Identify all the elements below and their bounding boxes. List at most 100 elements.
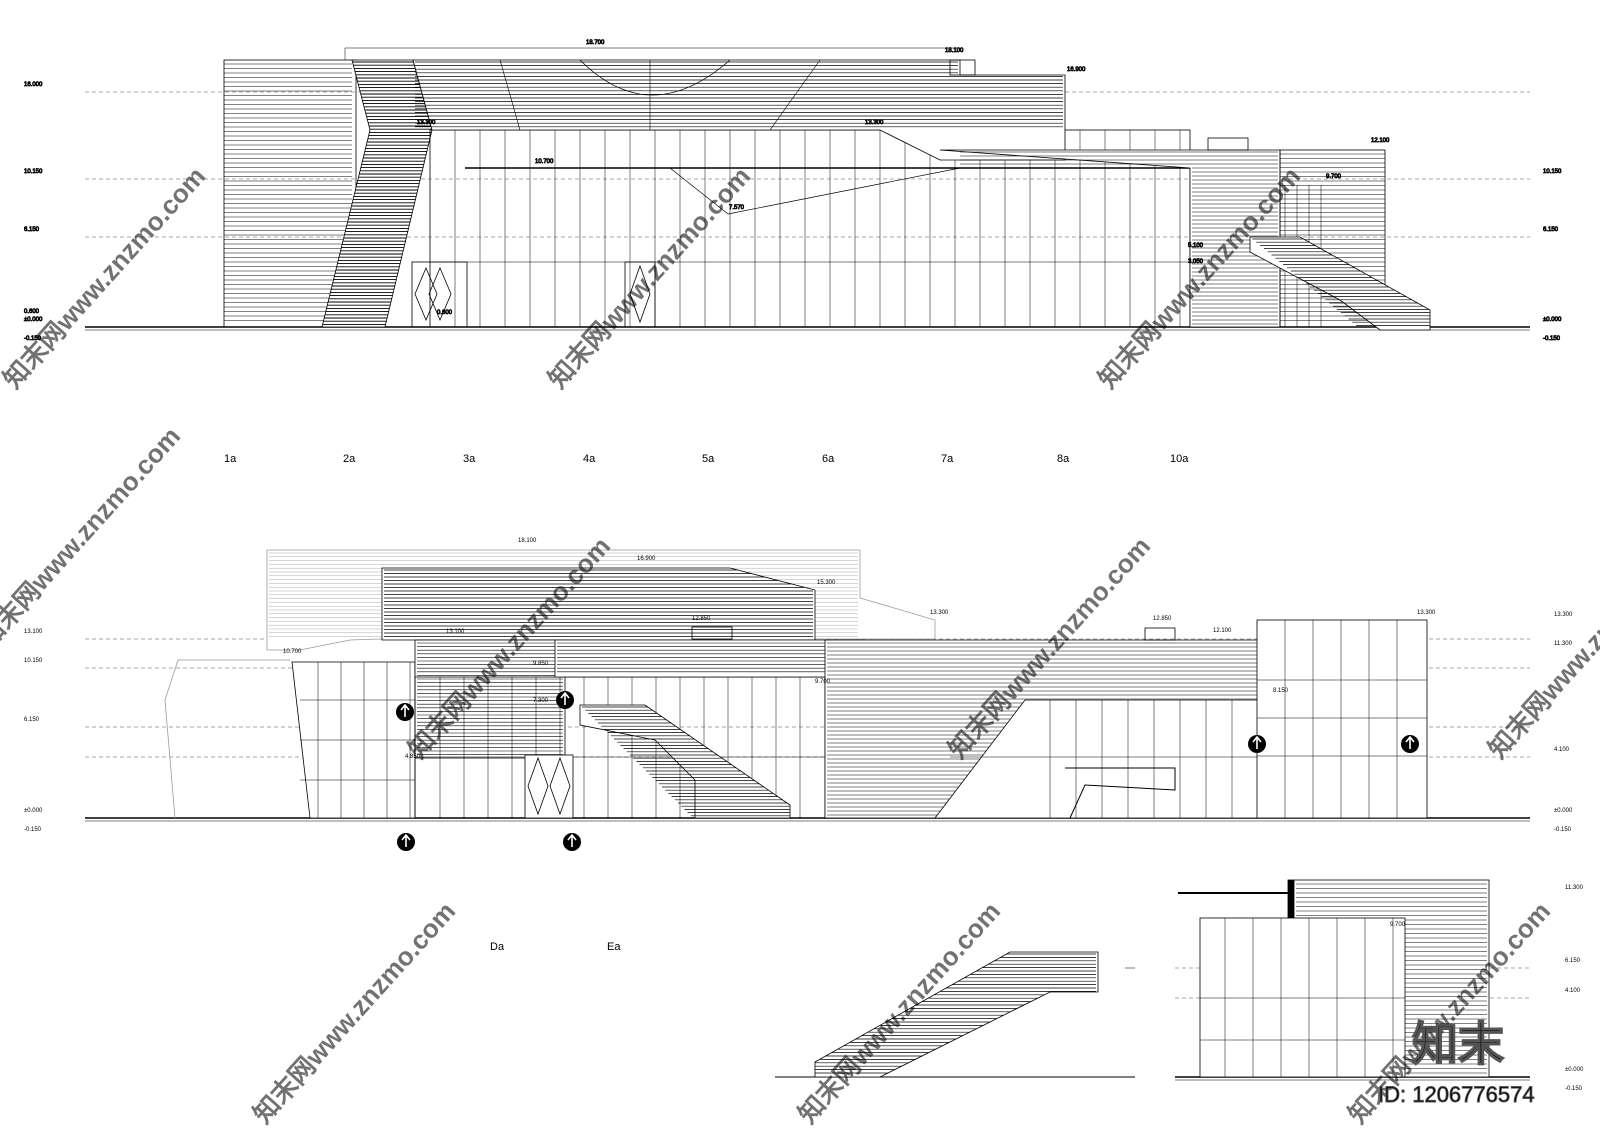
level-label: ±0.000 — [1543, 317, 1562, 323]
level-label: 6.150 — [1565, 958, 1581, 964]
level-label: -0.150 — [1554, 827, 1572, 833]
level-label: 12.100 — [1213, 628, 1232, 634]
level-label: -0.150 — [1543, 336, 1561, 342]
axis-label: Ea — [607, 941, 621, 953]
partial-curtain-grid — [1200, 918, 1405, 1077]
axis-label: Da — [490, 941, 505, 953]
view-marker-arrows — [400, 691, 1415, 847]
level-label: 9.700 — [815, 679, 831, 685]
curtain-grid-right — [950, 700, 1275, 818]
level-label: 8.150 — [1273, 688, 1289, 694]
level-label: -0.150 — [24, 827, 42, 833]
axis-label: 5a — [702, 453, 715, 465]
level-label: 16.900 — [1067, 67, 1086, 73]
level-label: 7.570 — [729, 205, 745, 211]
diamond-door-left — [411, 261, 468, 328]
level-label: 4.850 — [405, 754, 421, 760]
level-label: 13.300 — [930, 610, 949, 616]
partial-curtain — [1199, 917, 1406, 1078]
axis-label: 10a — [1170, 453, 1189, 465]
axis-labels: Da Ea — [490, 941, 621, 953]
level-label: 6.150 — [24, 227, 40, 233]
watermark-text: 知末网www.znzmo.com — [247, 896, 461, 1129]
level-label: ±0.000 — [1554, 808, 1573, 814]
watermark-text: 知末网www.znzmo.com — [0, 421, 186, 654]
level-label: 13.300 — [417, 120, 436, 126]
roof-hatch — [415, 61, 1063, 128]
level-markers-right: 11.300 6.150 4.100 ±0.000 -0.150 — [1565, 885, 1584, 1092]
level-label: 6.150 — [24, 717, 40, 723]
diamond-door-center — [624, 261, 656, 328]
image-id-label: ID: 1206776574 — [1378, 1082, 1535, 1107]
ghost-outline — [164, 659, 290, 819]
level-label: 12.850 — [1153, 616, 1172, 622]
level-label: 0.600 — [24, 309, 40, 315]
level-label: 16.900 — [637, 556, 656, 562]
center-band-hatch — [557, 642, 863, 673]
center-band — [554, 639, 866, 678]
level-label: 3.050 — [1188, 259, 1204, 265]
axis-label: 3a — [463, 453, 476, 465]
upper-mass — [381, 567, 816, 641]
level-label: 0.600 — [437, 310, 453, 316]
level-markers-left: 13.100 10.150 6.150 ±0.000 -0.150 — [24, 629, 43, 833]
level-label: ±0.000 — [1565, 1067, 1584, 1073]
level-label: 11.300 — [1554, 641, 1573, 647]
level-label: 18.100 — [518, 538, 537, 544]
axis-label: 2a — [343, 453, 356, 465]
level-label: 16.000 — [24, 82, 43, 88]
axis-label: 1a — [224, 453, 237, 465]
slope-band-hatch — [322, 61, 432, 325]
level-label: 13.100 — [24, 629, 43, 635]
right-block-hatch — [960, 151, 1278, 325]
curtain-grid-left — [300, 662, 415, 818]
level-label: 18.100 — [945, 48, 964, 54]
level-label: 9.700 — [1326, 174, 1342, 180]
level-markers-right: 13.300 11.300 4.100 ±0.000 -0.150 — [1554, 612, 1573, 833]
watermark-text: 知末网www.znzmo.com — [0, 161, 211, 394]
level-markers-inner: 18.100 16.900 15.300 13.300 12.850 13.10… — [283, 538, 1436, 760]
axis-labels: 1a 2a 3a 4a 5a 6a 7a 8a 10a — [224, 453, 1189, 465]
stair-hatch — [1252, 238, 1430, 326]
level-label: 10.150 — [24, 169, 43, 175]
level-label: 5.100 — [1188, 243, 1204, 249]
level-label: -0.150 — [1565, 1086, 1583, 1092]
level-markers-right: 10.150 6.150 ±0.000 -0.150 — [1543, 169, 1563, 343]
watermark-text: 知末网www.znzmo.com — [1482, 531, 1600, 764]
level-label: 11.300 — [1565, 885, 1584, 891]
right-mass-hatch — [827, 642, 1273, 816]
level-label: 10.700 — [283, 649, 302, 655]
elevation-drawing-top: 16.000 10.150 6.150 0.600 ±0.000 -0.150 … — [24, 40, 1563, 465]
partial-elevation-drawing: 11.300 6.150 4.100 ±0.000 -0.150 9.700 — [1175, 879, 1584, 1092]
level-label: 12.850 — [692, 616, 711, 622]
right-tower — [1256, 619, 1428, 819]
axis-label: 6a — [822, 453, 835, 465]
level-label: 9.850 — [533, 661, 549, 667]
axis-label: 8a — [1057, 453, 1070, 465]
level-label: 10.150 — [24, 658, 43, 664]
level-label: 13.300 — [1417, 610, 1436, 616]
level-label: 4.100 — [1565, 988, 1581, 994]
level-label: ±0.000 — [24, 317, 43, 323]
axis-label: 4a — [583, 453, 596, 465]
central-stair-hatch — [582, 706, 790, 817]
diamond-door — [524, 754, 574, 819]
upper-hatch — [384, 569, 813, 637]
level-label: 12.100 — [1371, 138, 1390, 144]
level-label: 9.700 — [1390, 922, 1406, 928]
level-label: 4.100 — [1554, 747, 1570, 753]
level-label: 13.300 — [1554, 612, 1573, 618]
watermark-text: 知末网www.znzmo.com — [542, 161, 756, 394]
brand-logo: 知末 — [1412, 1018, 1504, 1070]
stair-flight-hatch — [815, 953, 1096, 1074]
level-label: 15.300 — [817, 580, 836, 586]
level-label: 7.300 — [533, 698, 549, 704]
level-label: 13.300 — [865, 120, 884, 126]
axis-label: 7a — [941, 453, 954, 465]
level-label: 18.700 — [586, 40, 605, 46]
level-label: 10.700 — [535, 159, 554, 165]
middle-hatch — [417, 642, 563, 755]
elevation-drawing-middle: 13.100 10.150 6.150 ±0.000 -0.150 13.300… — [24, 538, 1573, 953]
level-label: -0.150 — [24, 336, 42, 342]
